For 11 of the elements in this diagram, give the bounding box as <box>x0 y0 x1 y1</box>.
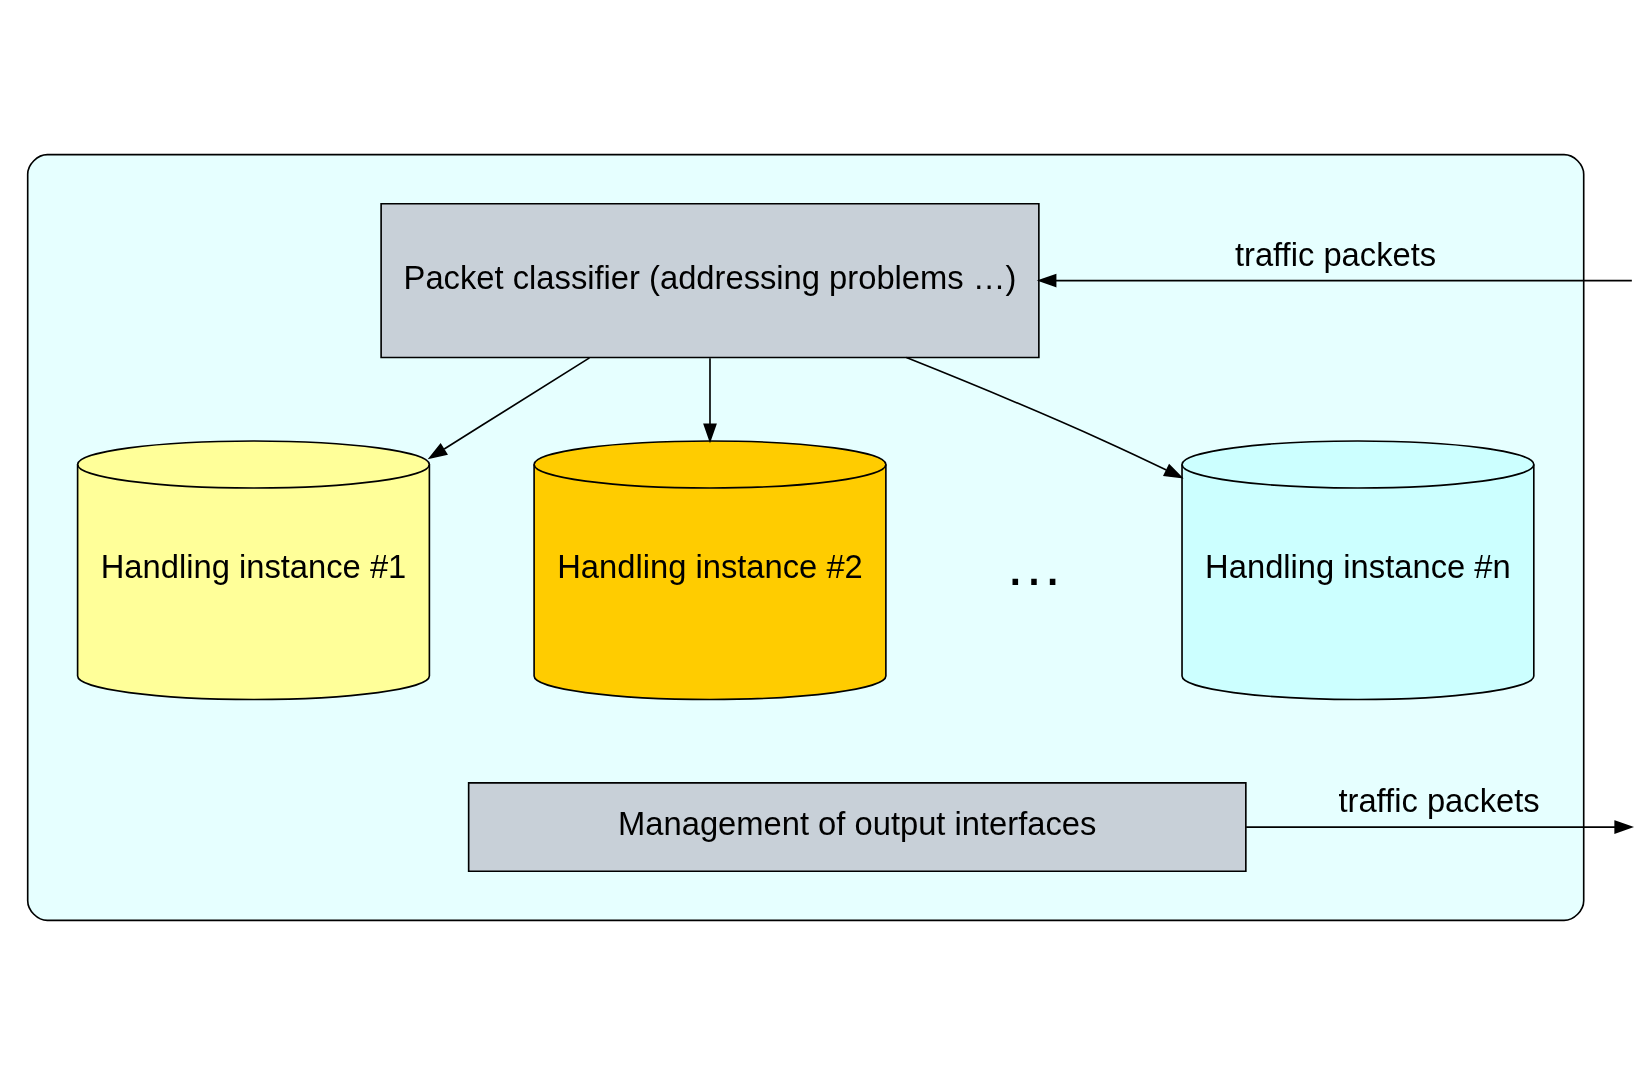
cluster <box>26 153 1585 921</box>
node-box: Management of output interfaces <box>467 781 1247 872</box>
arrow <box>703 356 717 443</box>
arrow <box>1245 819 1635 834</box>
edge-label: traffic packets <box>1338 781 1540 819</box>
label: … <box>1004 531 1064 597</box>
arrow <box>905 356 1184 479</box>
edge-label: traffic packets <box>1234 235 1437 273</box>
arrow <box>1036 273 1633 287</box>
arrow <box>427 356 591 459</box>
node-box: Packet classifier (addressing problems …) <box>380 202 1040 358</box>
